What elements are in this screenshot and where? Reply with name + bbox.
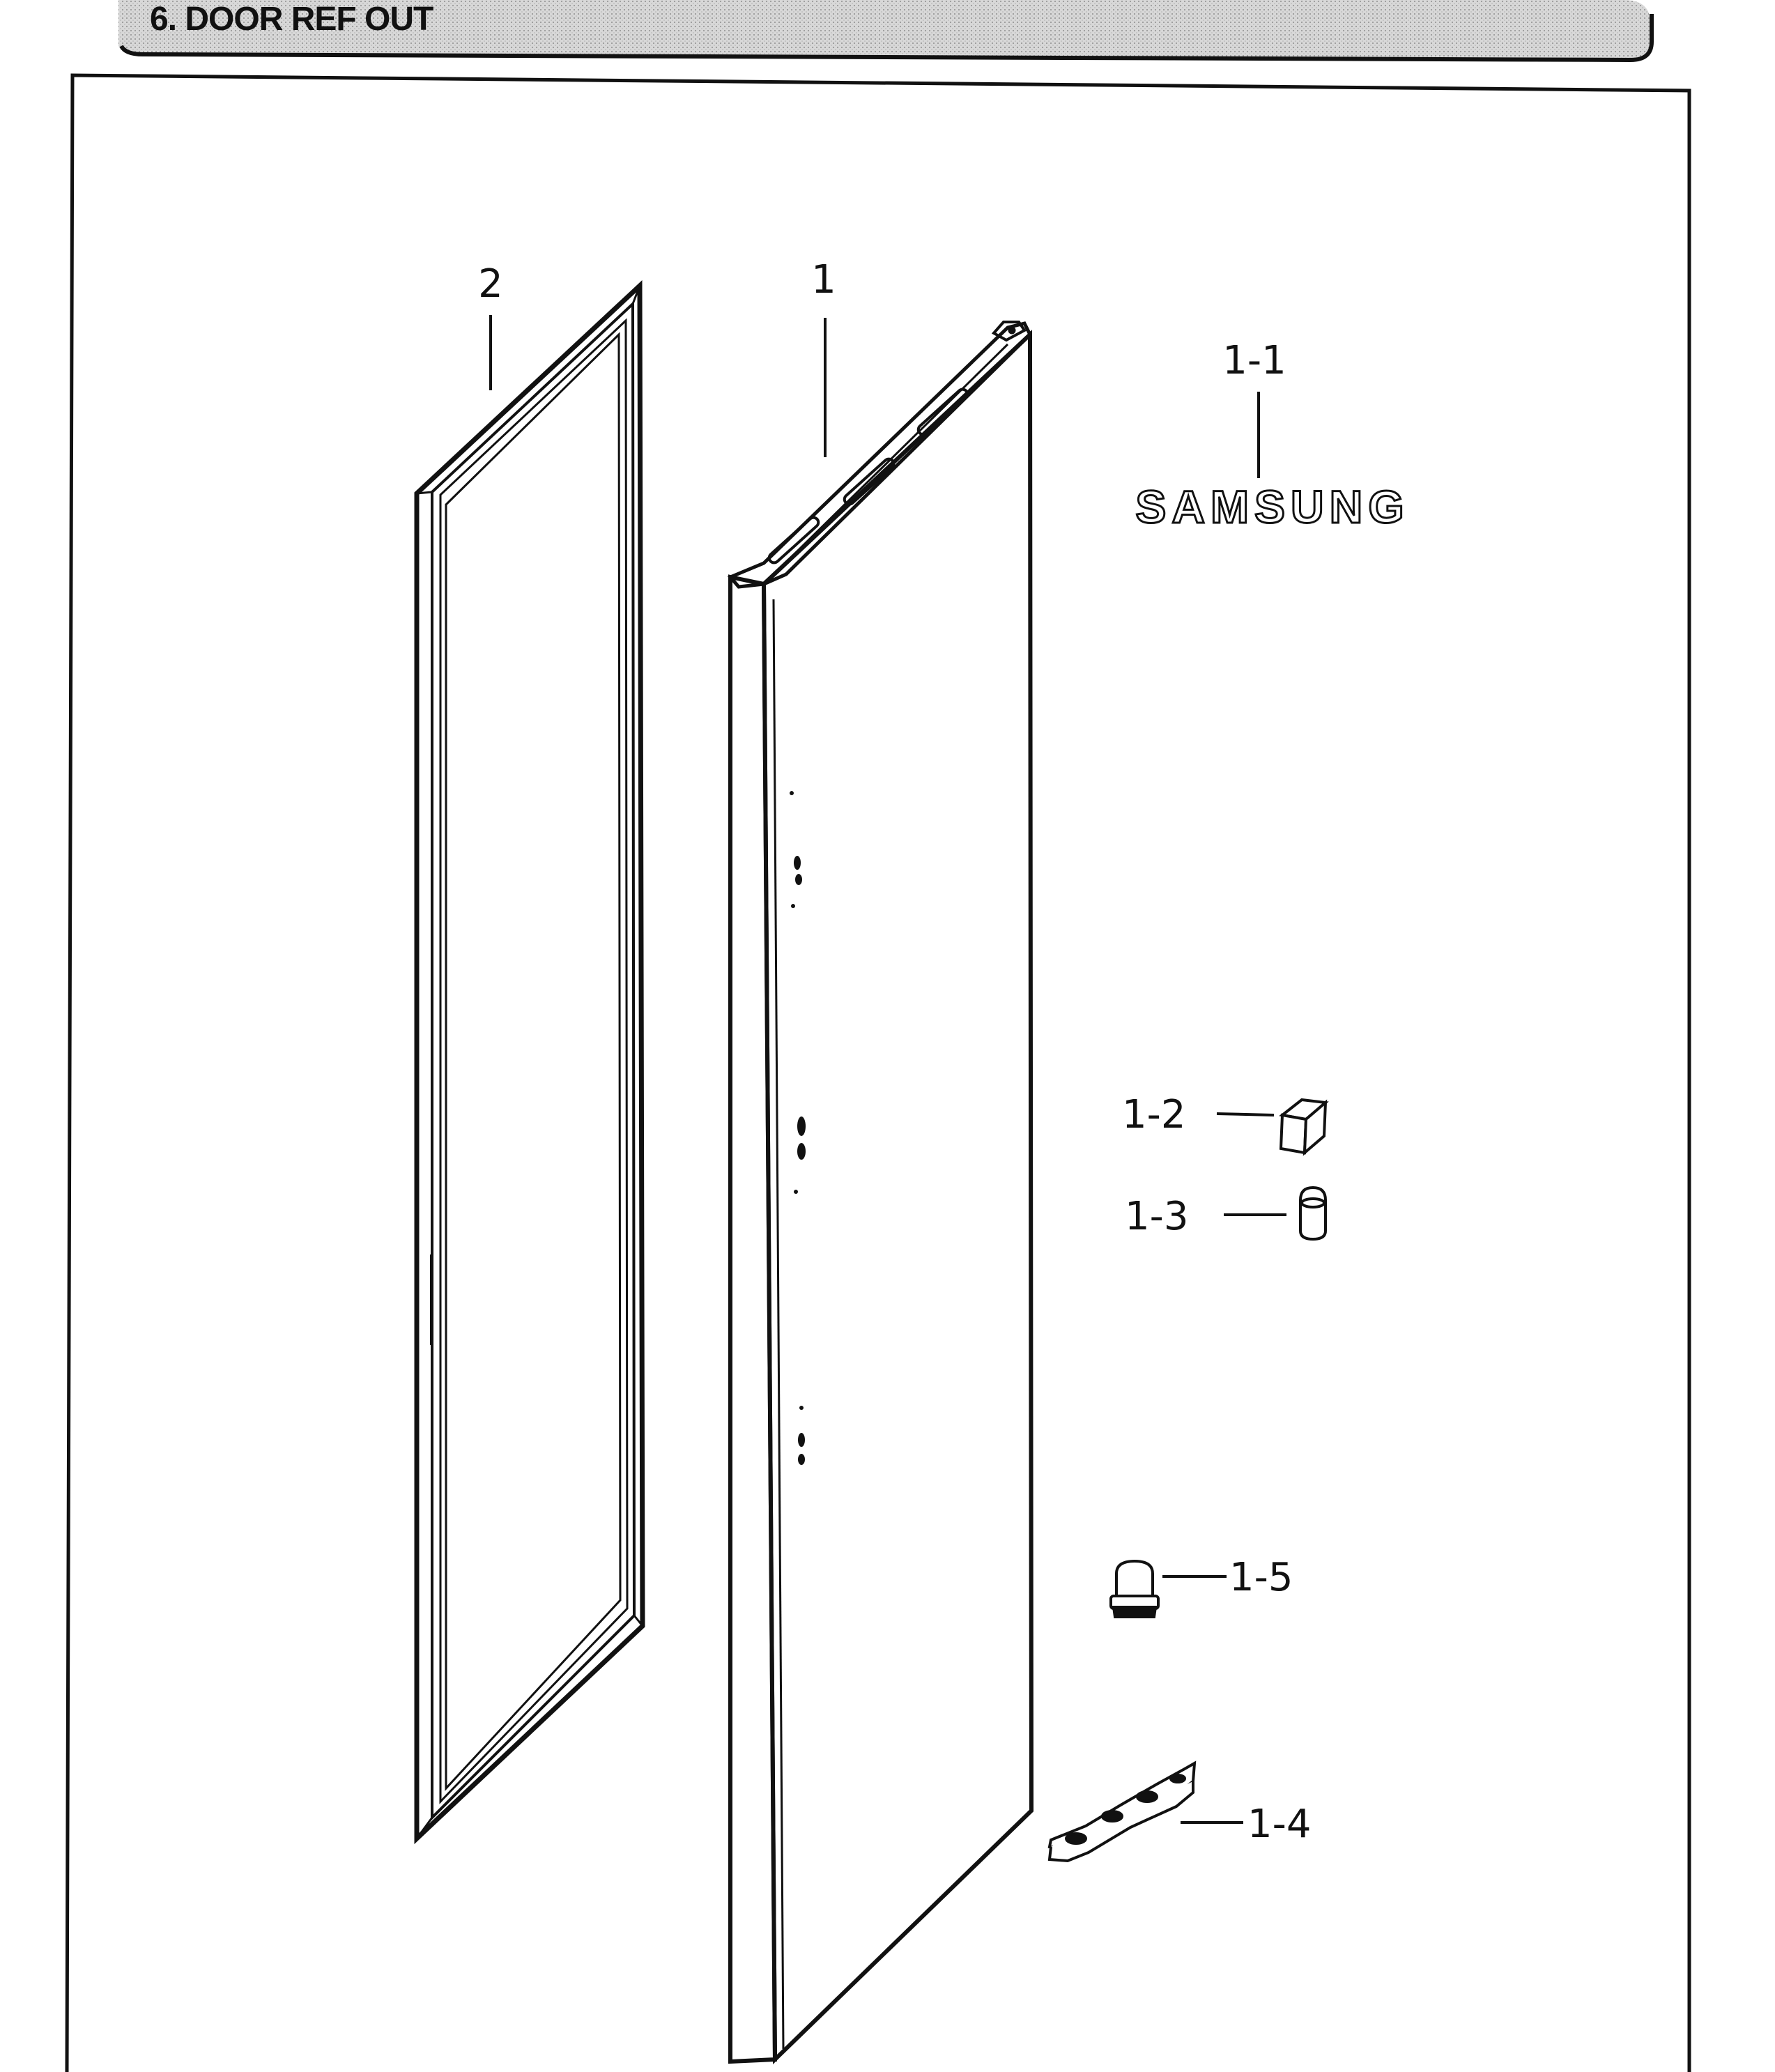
- callout-1-4: 1-4: [1247, 1802, 1311, 1847]
- callout-1-1: 1-1: [1222, 338, 1286, 383]
- callout-1-5: 1-5: [1229, 1555, 1293, 1600]
- bushing-part: [1109, 1559, 1160, 1618]
- block-part: [1279, 1098, 1329, 1156]
- diagram-frame: [65, 73, 1691, 2072]
- samsung-logo-text: SAMSUNG: [1135, 481, 1409, 532]
- section-header: 6. DOOR REF OUT: [0, 0, 1775, 70]
- callout-2: 2: [478, 261, 503, 307]
- door-assembly-part: [727, 321, 1034, 2065]
- samsung-logo-part: SAMSUNG: [1135, 480, 1409, 534]
- section-title: 6. DOOR REF OUT: [150, 1, 433, 38]
- callout-1: 1: [811, 257, 836, 302]
- door-gasket-part: [414, 279, 645, 1845]
- cylinder-cap-part: [1299, 1185, 1327, 1241]
- hinge-plate-part: [1047, 1760, 1197, 1863]
- header-band: [118, 0, 1654, 63]
- callout-1-3: 1-3: [1125, 1194, 1188, 1239]
- callout-1-2: 1-2: [1122, 1092, 1185, 1137]
- leader-1-2: [1216, 1112, 1275, 1116]
